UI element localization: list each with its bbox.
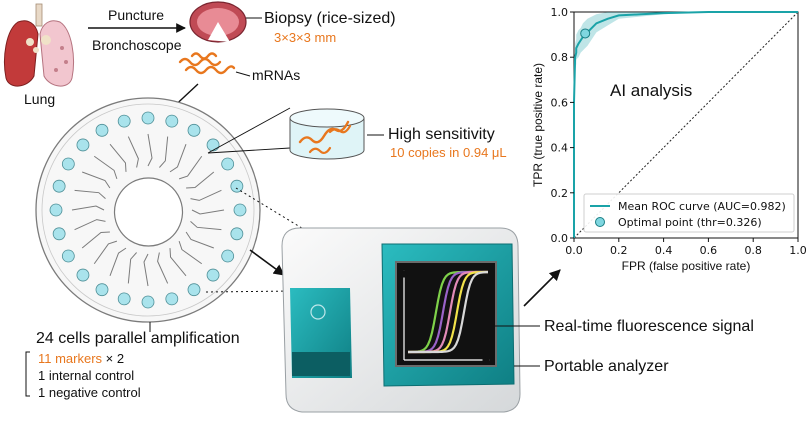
markers-line: 11 markers × 2 bbox=[38, 351, 124, 366]
chip-well bbox=[49, 203, 63, 217]
zoom-line-2 bbox=[207, 107, 291, 154]
screen-label: Real-time fluorescence signal bbox=[544, 318, 754, 335]
chip-well bbox=[165, 292, 179, 306]
y-tick-label: 0.4 bbox=[551, 142, 569, 155]
optimal-point-marker bbox=[580, 28, 591, 39]
y-tick-label: 0.8 bbox=[551, 51, 569, 64]
chip-well bbox=[61, 249, 75, 263]
chip-well bbox=[187, 283, 201, 297]
fluorescence-curves bbox=[408, 270, 488, 354]
roc-chart: 0.0 0.2 0.4 0.6 0.8 1.0 0.0 0.2 0.4 0.6 0.8 1.0 FP… bbox=[531, 6, 807, 273]
device-to-chart-arrow bbox=[523, 269, 561, 307]
chip-well bbox=[165, 114, 179, 128]
chip-well bbox=[117, 292, 131, 306]
y-tick-label: 1.0 bbox=[551, 6, 569, 19]
y-tick-label: 0.0 bbox=[551, 232, 569, 245]
lung-icon bbox=[4, 3, 74, 87]
legend-roc-label: Mean ROC curve (AUC=0.982) bbox=[618, 200, 786, 213]
device-logo-icon bbox=[310, 304, 326, 320]
sensitivity-title: High sensitivity bbox=[388, 126, 495, 143]
chip-well bbox=[76, 268, 90, 282]
reaction-well-icon bbox=[289, 108, 365, 160]
chip-well bbox=[52, 179, 66, 193]
chip-well bbox=[221, 249, 235, 263]
ai-analysis-label: AI analysis bbox=[610, 81, 692, 100]
puncture-label: Puncture bbox=[108, 7, 164, 23]
biopsy-size: 3×3×3 mm bbox=[274, 30, 336, 45]
x-axis-label: FPR (false positive rate) bbox=[622, 259, 751, 273]
legend-dot-swatch bbox=[595, 217, 605, 227]
legend-optimal-label: Optimal point (thr=0.326) bbox=[618, 216, 762, 229]
y-tick-label: 0.6 bbox=[551, 96, 569, 109]
biopsy-label: Biopsy (rice-sized) bbox=[264, 10, 396, 27]
zoom-line-1 bbox=[207, 147, 291, 154]
biopsy-tissue-icon bbox=[189, 1, 247, 43]
x-tick-label: 1.0 bbox=[789, 244, 807, 257]
chip-well bbox=[95, 123, 109, 137]
roc-legend: Mean ROC curve (AUC=0.982) Optimal point… bbox=[583, 193, 795, 233]
chip-well bbox=[230, 179, 244, 193]
negative-control-label: 1 negative control bbox=[38, 385, 141, 400]
chip-well bbox=[233, 203, 247, 217]
y-tick-label: 0.2 bbox=[551, 187, 569, 200]
x-tick-label: 0.2 bbox=[610, 244, 628, 257]
chip-well bbox=[76, 138, 90, 152]
lung-label: Lung bbox=[24, 91, 55, 107]
y-axis-label: TPR (true positive rate) bbox=[531, 63, 545, 187]
chip-to-device-arrow bbox=[249, 249, 285, 276]
control-bracket bbox=[25, 351, 30, 397]
chip-well bbox=[206, 138, 220, 152]
internal-control-label: 1 internal control bbox=[38, 368, 134, 383]
amplification-curve bbox=[408, 271, 488, 354]
device-label: Portable analyzer bbox=[544, 358, 669, 375]
chip-well bbox=[52, 227, 66, 241]
microfluidic-chip bbox=[35, 97, 261, 323]
bronchoscope-label: Bronchoscope bbox=[92, 37, 182, 53]
chip-well bbox=[221, 157, 235, 171]
x-tick-label: 0.8 bbox=[744, 244, 762, 257]
markers-suffix: × 2 bbox=[102, 351, 124, 366]
x-tick-label: 0.4 bbox=[655, 244, 673, 257]
mrna-leader bbox=[235, 71, 251, 77]
chip-well bbox=[206, 268, 220, 282]
chip-well bbox=[141, 295, 155, 309]
chip-title: 24 cells parallel amplification bbox=[36, 330, 240, 347]
mean-roc-curve bbox=[573, 11, 798, 238]
chip-well bbox=[141, 111, 155, 125]
markers-highlight: 11 markers bbox=[38, 351, 103, 366]
chip-well bbox=[61, 157, 75, 171]
chip-well bbox=[187, 123, 201, 137]
chip-well bbox=[95, 283, 109, 297]
chip-well bbox=[230, 227, 244, 241]
x-tick-label: 0.6 bbox=[700, 244, 718, 257]
mrna-label: mRNAs bbox=[252, 67, 300, 83]
x-tick-label: 0.0 bbox=[565, 244, 583, 257]
mrna-strands-icon bbox=[178, 52, 236, 75]
portable-analyzer-device bbox=[281, 227, 521, 413]
chip-well bbox=[117, 114, 131, 128]
sensitivity-detail: 10 copies in 0.94 μL bbox=[390, 145, 507, 160]
